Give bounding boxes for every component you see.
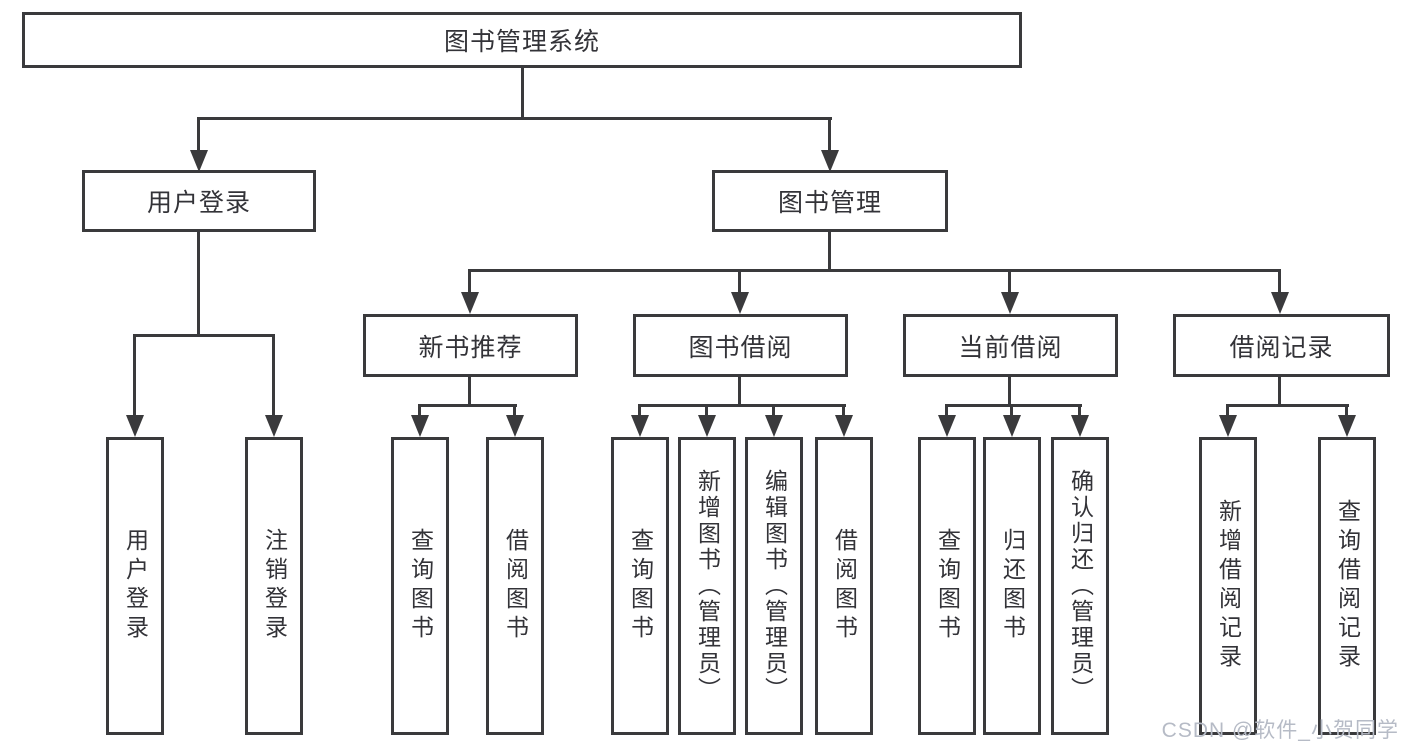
arrow-down-icon xyxy=(821,150,839,172)
arrow-down-icon xyxy=(765,415,783,437)
node-label: 新增借阅记录 xyxy=(1215,499,1242,673)
arrow-down-icon xyxy=(1001,292,1019,314)
arrow-down-icon xyxy=(1071,415,1089,437)
connector-split xyxy=(638,404,846,407)
connector-stem xyxy=(468,269,471,295)
node-label: 编辑图书（管理员） xyxy=(761,469,788,703)
leaf-user-login: 用户登录 xyxy=(106,437,164,735)
node-label: 用户登录 xyxy=(146,189,251,217)
connector-split xyxy=(133,334,275,337)
connector-stem xyxy=(1226,404,1229,419)
connector-stem xyxy=(1008,269,1011,295)
node-label: 图书管理系统 xyxy=(443,28,600,56)
arrow-down-icon xyxy=(631,415,649,437)
leaf-query-borrow-record: 查询借阅记录 xyxy=(1318,437,1376,735)
connector-stem xyxy=(828,117,831,153)
leaf-query-books-recommend: 查询图书 xyxy=(391,437,449,735)
connector-stem xyxy=(272,334,275,418)
leaf-return-books: 归还图书 xyxy=(983,437,1041,735)
arrow-down-icon xyxy=(411,415,429,437)
node-label: 查询图书 xyxy=(407,528,434,644)
connector-stem xyxy=(638,404,641,419)
connector-trunk xyxy=(828,232,831,272)
arrow-down-icon xyxy=(938,415,956,437)
node-label: 查询图书 xyxy=(934,528,961,644)
csdn-watermark: CSDN @软件_小贺同学 xyxy=(1161,719,1399,742)
node-book-management: 图书管理 xyxy=(712,170,948,232)
arrow-down-icon xyxy=(506,415,524,437)
connector-stem xyxy=(772,404,775,419)
node-label: 图书管理 xyxy=(777,189,882,217)
node-root: 图书管理系统 xyxy=(22,12,1022,68)
node-label: 查询图书 xyxy=(627,528,654,644)
node-label: 新增图书（管理员） xyxy=(694,469,721,703)
leaf-add-books-admin: 新增图书（管理员） xyxy=(678,437,736,735)
node-label: 当前借阅 xyxy=(958,333,1063,362)
arrow-down-icon xyxy=(126,415,144,437)
connector-trunk xyxy=(1278,377,1281,406)
arrow-down-icon xyxy=(1219,415,1237,437)
connector-split xyxy=(945,404,1082,407)
arrow-down-icon xyxy=(1003,415,1021,437)
arrow-down-icon xyxy=(835,415,853,437)
node-label: 借阅图书 xyxy=(502,528,529,644)
arrow-down-icon xyxy=(698,415,716,437)
connector-stem xyxy=(1278,269,1281,295)
leaf-confirm-return-admin: 确认归还（管理员） xyxy=(1051,437,1109,735)
arrow-down-icon xyxy=(1271,292,1289,314)
leaf-borrow-books-recommend: 借阅图书 xyxy=(486,437,544,735)
connector-stem xyxy=(1345,404,1348,419)
node-label: 借阅图书 xyxy=(831,528,858,644)
node-new-book-recommend: 新书推荐 xyxy=(363,314,578,377)
connector-root-split xyxy=(197,117,832,120)
leaf-borrow-books-borrowing: 借阅图书 xyxy=(815,437,873,735)
connector-root-trunk xyxy=(521,68,524,120)
node-current-borrowing: 当前借阅 xyxy=(903,314,1118,377)
arrow-down-icon xyxy=(1338,415,1356,437)
node-label: 查询借阅记录 xyxy=(1334,499,1361,673)
connector-split xyxy=(468,269,1281,272)
connector-stem xyxy=(1078,404,1081,419)
arrow-down-icon xyxy=(265,415,283,437)
connector-trunk xyxy=(468,377,471,406)
connector-stem xyxy=(945,404,948,419)
node-user-login: 用户登录 xyxy=(82,170,316,232)
connector-trunk xyxy=(738,377,741,406)
node-label: 注销登录 xyxy=(261,528,288,644)
arrow-down-icon xyxy=(190,150,208,172)
node-label: 用户登录 xyxy=(122,528,149,644)
connector-stem xyxy=(133,334,136,418)
connector-stem xyxy=(705,404,708,419)
leaf-edit-books-admin: 编辑图书（管理员） xyxy=(745,437,803,735)
connector-trunk xyxy=(197,232,200,337)
connector-stem xyxy=(738,269,741,295)
arrow-down-icon xyxy=(731,292,749,314)
node-book-borrowing: 图书借阅 xyxy=(633,314,848,377)
leaf-add-borrow-record: 新增借阅记录 xyxy=(1199,437,1257,735)
connector-trunk xyxy=(1008,377,1011,406)
connector-stem xyxy=(513,404,516,419)
connector-stem xyxy=(842,404,845,419)
leaf-query-books-borrowing: 查询图书 xyxy=(611,437,669,735)
node-label: 确认归还（管理员） xyxy=(1067,469,1094,703)
connector-split xyxy=(1226,404,1349,407)
arrow-down-icon xyxy=(461,292,479,314)
node-borrowing-records: 借阅记录 xyxy=(1173,314,1390,377)
node-label: 归还图书 xyxy=(999,528,1026,644)
leaf-query-books-current: 查询图书 xyxy=(918,437,976,735)
node-label: 借阅记录 xyxy=(1229,333,1334,362)
node-label: 图书借阅 xyxy=(688,333,793,362)
connector-split xyxy=(418,404,517,407)
node-label: 新书推荐 xyxy=(418,333,523,362)
connector-stem xyxy=(418,404,421,419)
leaf-logout: 注销登录 xyxy=(245,437,303,735)
connector-stem xyxy=(1010,404,1013,419)
connector-stem xyxy=(197,117,200,153)
